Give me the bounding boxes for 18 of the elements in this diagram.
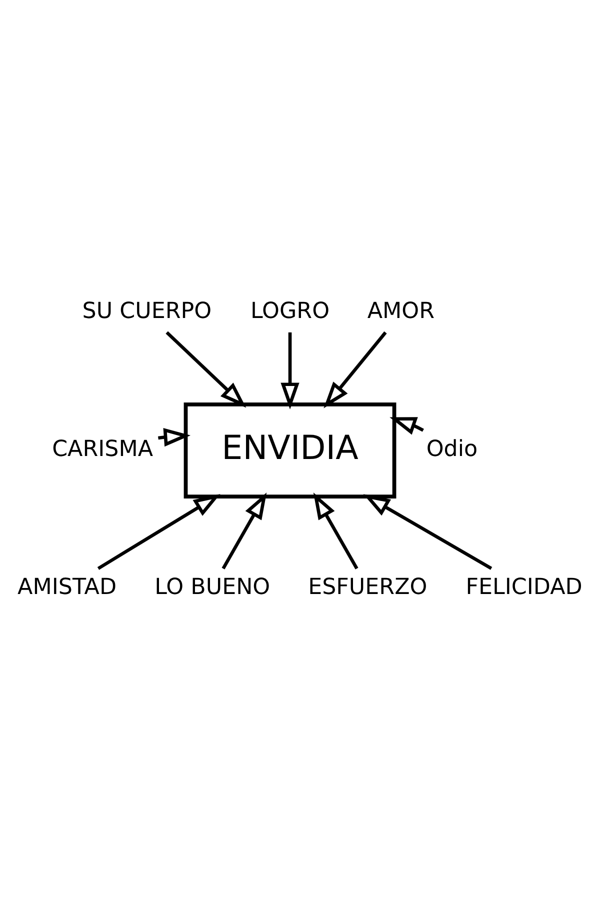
node-text: ESFUERZO: [308, 574, 428, 600]
node-text: AMOR: [367, 297, 435, 324]
node-text: Odio: [426, 436, 478, 462]
node-text: CARISMA: [52, 436, 154, 462]
node-text: AMISTAD: [18, 574, 117, 600]
node-text: LOGRO: [250, 297, 330, 324]
arrow: [280, 332, 300, 409]
node-box: ENVIDIA: [184, 402, 396, 498]
arrow: [313, 492, 358, 569]
arrow: [222, 492, 267, 569]
arrow: [390, 416, 424, 434]
arrow: [166, 330, 246, 408]
node-text: FELICIDAD: [466, 574, 582, 600]
arrow: [97, 494, 220, 570]
node-text: SU CUERPO: [82, 297, 212, 324]
arrow: [324, 330, 387, 408]
node-text: LO BUENO: [154, 574, 270, 600]
arrow: [363, 494, 492, 570]
